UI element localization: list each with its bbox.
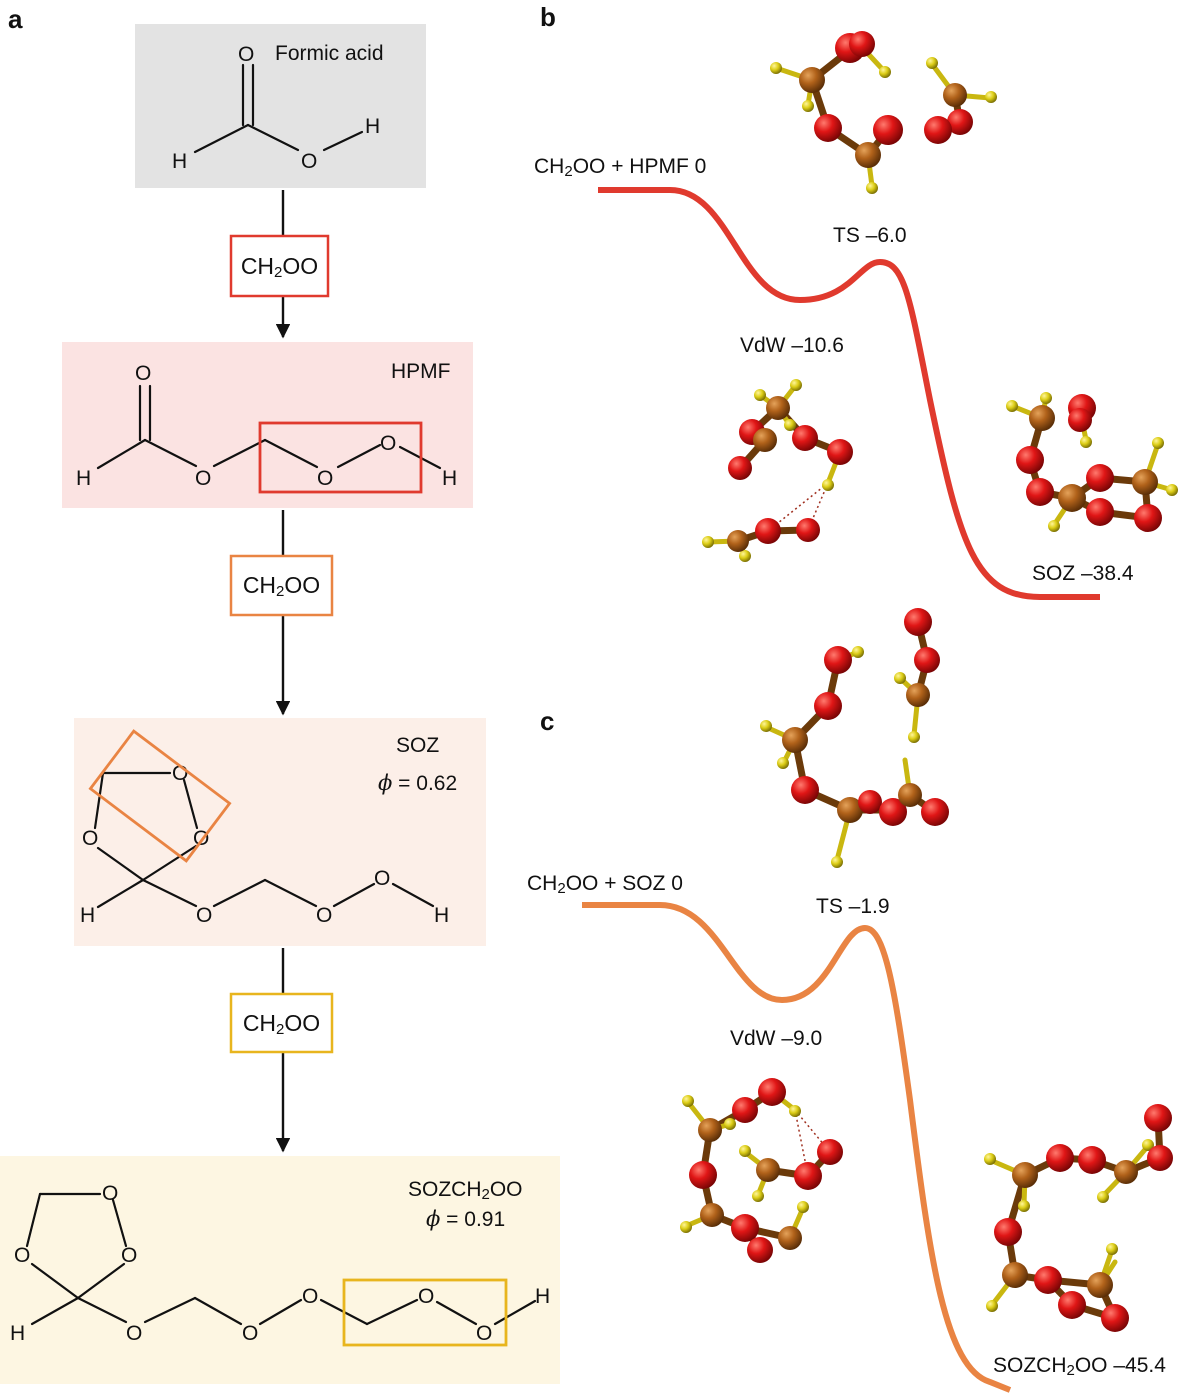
sozch2oo-structure: O O O H O O O O O H: [10, 1182, 550, 1345]
atom-h: H: [535, 1285, 550, 1308]
energy-label-product-b: SOZ –38.4: [1032, 562, 1134, 585]
formic-acid-box: [135, 24, 426, 188]
atom-o: O: [102, 1182, 118, 1205]
formic-acid-label: Formic acid: [275, 42, 384, 65]
atom-h: H: [442, 467, 457, 490]
reagent-label-1: CH2OO: [241, 253, 318, 281]
atom-h: H: [365, 115, 380, 138]
panel-letter-a: a: [8, 4, 23, 34]
panel-letter-b: b: [540, 2, 556, 32]
energy-curve-b: [598, 187, 1100, 600]
atom-o: O: [14, 1244, 30, 1267]
sozch2oo-phi: ϕ = 0.91: [426, 1207, 505, 1231]
energy-label-vdw-c: VdW –9.0: [730, 1027, 822, 1050]
molecule-ts-b: [770, 31, 997, 194]
atom-h: H: [80, 904, 95, 927]
energy-label-vdw-b: VdW –10.6: [740, 334, 844, 357]
atom-h: H: [76, 467, 91, 490]
atom-o: O: [476, 1322, 492, 1345]
atom-o: O: [380, 432, 396, 455]
atom-o: O: [242, 1322, 258, 1345]
atom-o: O: [126, 1322, 142, 1345]
molecule-vdw-c: [680, 1078, 843, 1263]
hpmf-structure: O H O O O H: [76, 362, 457, 490]
energy-curve-c: [582, 902, 1012, 1393]
atom-h: H: [434, 904, 449, 927]
atom-o: O: [316, 904, 332, 927]
energy-label-ts-b: TS –6.0: [833, 224, 907, 247]
atom-o: O: [418, 1285, 434, 1308]
atom-o: O: [374, 867, 390, 890]
soz-phi: ϕ = 0.62: [378, 771, 457, 795]
energy-label-start-b: CH2OO + HPMF 0: [534, 155, 706, 180]
formic-acid-structure: O H O H: [172, 43, 380, 173]
soz-label: SOZ: [396, 734, 439, 757]
molecule-sozch2oo-c: [984, 1104, 1173, 1332]
hpmf-box: [62, 342, 473, 508]
energy-label-product-c: SOZCH2OO –45.4: [993, 1354, 1166, 1379]
molecule-ts-c: [760, 608, 949, 868]
molecule-soz-b: [1006, 392, 1178, 532]
reagent-box-3: CH2OO: [229, 992, 334, 1054]
sozch2oo-highlight-box: [342, 1278, 508, 1347]
molecule-vdw-b: [702, 379, 853, 562]
atom-o: O: [238, 43, 254, 66]
soz-highlight-box: [88, 729, 232, 863]
atom-o: O: [195, 467, 211, 490]
atom-o: O: [196, 904, 212, 927]
sozch2oo-label: SOZCH2OO: [408, 1178, 523, 1203]
energy-label-start-c: CH2OO + SOZ 0: [527, 872, 683, 897]
soz-structure: O O O H O O O H: [80, 762, 449, 927]
atom-o: O: [302, 1285, 318, 1308]
atom-o: O: [135, 362, 151, 385]
atom-o: O: [317, 467, 333, 490]
reagent-box-1: CH2OO: [229, 234, 330, 298]
soz-box: [74, 718, 486, 946]
panel-letter-c: c: [540, 706, 554, 736]
reagent-box-2: CH2OO: [229, 554, 334, 617]
hpmf-label: HPMF: [391, 360, 451, 383]
atom-o: O: [121, 1244, 137, 1267]
reagent-label-3: CH2OO: [243, 1010, 320, 1038]
reagent-label-2: CH2OO: [243, 572, 320, 600]
atom-o: O: [301, 150, 317, 173]
atom-h: H: [172, 150, 187, 173]
atom-o: O: [82, 827, 98, 850]
energy-label-ts-c: TS –1.9: [816, 895, 890, 918]
hpmf-highlight-box: [258, 421, 423, 494]
atom-h: H: [10, 1322, 25, 1345]
